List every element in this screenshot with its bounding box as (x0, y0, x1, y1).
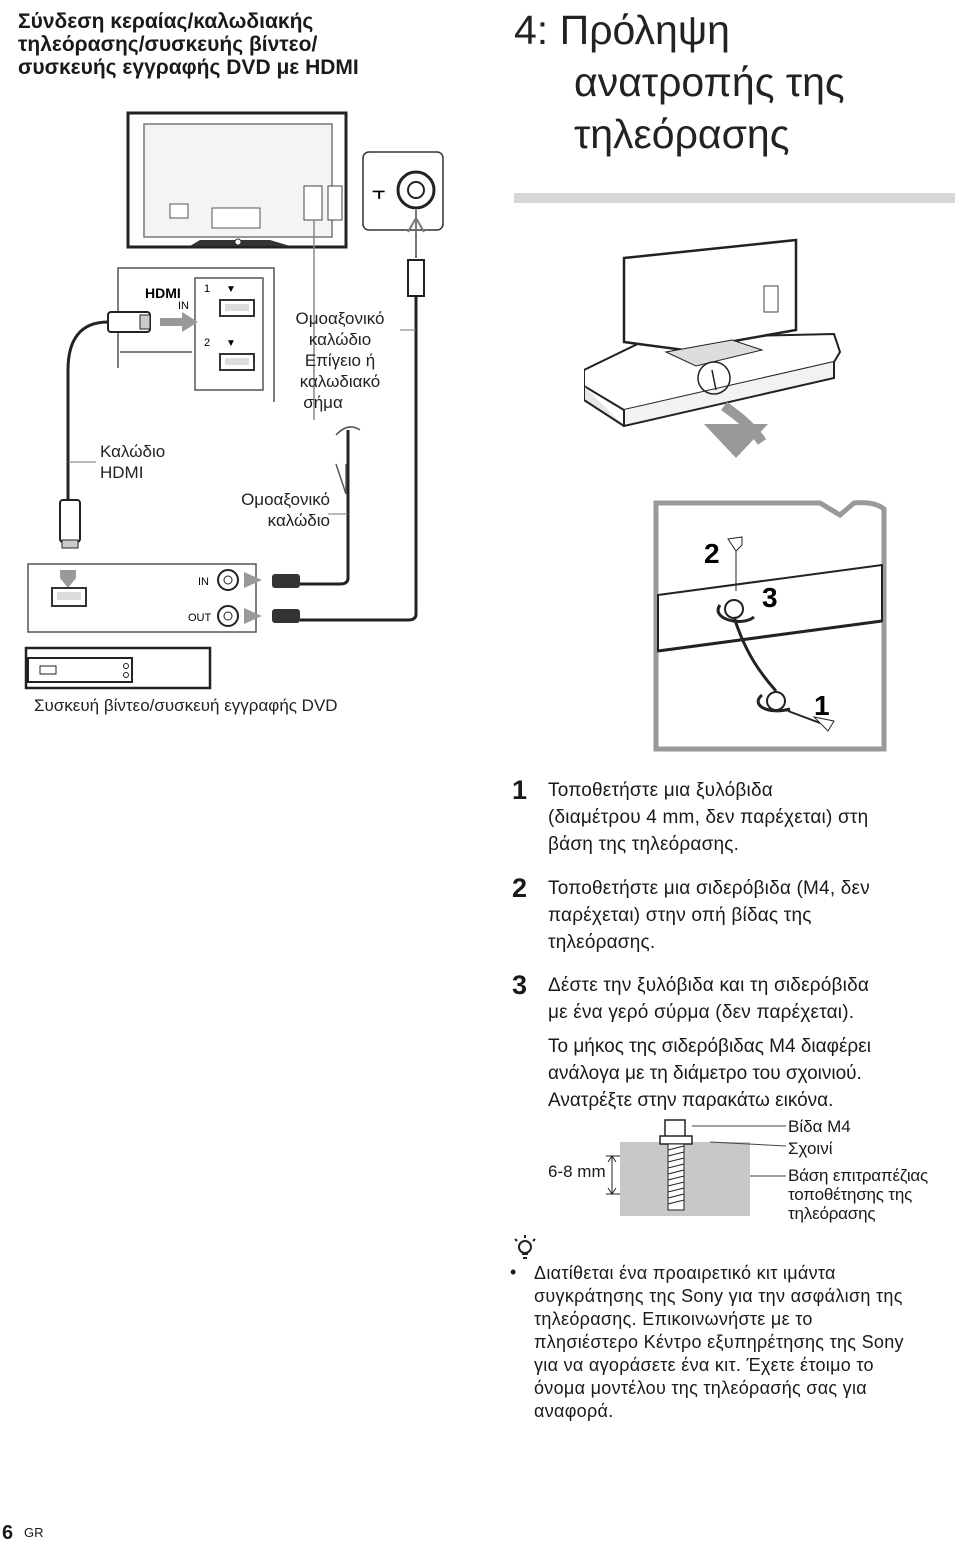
page-number: 6 (2, 1522, 14, 1544)
antenna-socket: ⫟ (362, 151, 444, 231)
hdmi-port-panel: HDMI IN 1 ▼ 2 ▼ (117, 267, 275, 402)
vcr-port-panel: IN OUT (27, 563, 300, 633)
label-stand: Βάση επιτραπέζιας τοποθέτησης της τηλεόρ… (788, 1166, 929, 1223)
hdmi-cable-label: Καλώδιο HDMI (100, 442, 166, 482)
screw-cross-section (606, 1119, 787, 1216)
tip-note: • Διατίθεται ένα προαιρετικό κιτ ιμάντα … (510, 1262, 904, 1421)
svg-text:▼: ▼ (226, 338, 236, 349)
heading-line: τηλεόρασης (574, 111, 790, 157)
tv-coax-cable (300, 220, 361, 586)
hdmi-in-label: IN (178, 300, 189, 312)
bullet: • (510, 1262, 517, 1282)
section-heading-tip-over: 4: Πρόληψη ανατροπής της τηλεόρασης (514, 4, 954, 160)
callout-2: 2 (704, 538, 720, 569)
screw-length-note: Το μήκος της σιδερόβιδας M4 διαφέρει ανά… (548, 1036, 871, 1111)
port-1-label: 1 (204, 283, 210, 295)
port-2-label: 2 (204, 337, 210, 349)
step-number: 2 (512, 873, 528, 903)
hdmi-cable (59, 311, 151, 549)
svg-text:⫟: ⫟ (372, 179, 385, 204)
coax-cable-label: Ομοαξονικό καλώδιο (241, 490, 330, 530)
tv-stand-illustration (584, 238, 842, 458)
lightbulb-icon (514, 1235, 536, 1259)
vcr-device-illustration (24, 646, 212, 690)
heading-line: Σύνδεση κεραίας/καλωδιακής (18, 10, 314, 33)
step-3: 3 Δέστε την ξυλόβιδα και τη σιδερόβιδα μ… (512, 970, 870, 1023)
heading-rule (514, 193, 955, 203)
step-number: 1 (512, 775, 528, 805)
step-number: 3 (512, 970, 528, 1000)
heading-line: τηλεόρασης/συσκευής βίντεο/ (18, 33, 318, 56)
coax-signal-label: Ομοαξονικό καλώδιο Επίγειο ή καλωδιακό σ… (295, 309, 385, 412)
step-1: 1 Τοποθετήστε μια ξυλόβιδα (διαμέτρου 4 … (512, 775, 869, 855)
label-screw-m4: Βίδα M4 (788, 1117, 851, 1136)
heading-line: ανατροπής της (574, 59, 845, 105)
fastening-detail: 2 3 1 (653, 500, 887, 752)
label-rope: Σχοινί (788, 1139, 833, 1158)
connection-diagram: ⫟ HDMI IN 1 ▼ 2 ▼ (24, 111, 444, 690)
vcr-out-label: OUT (188, 612, 212, 624)
device-label: Συσκευή βίντεο/συσκευή εγγραφής DVD (34, 696, 338, 715)
antenna-coax-cable (300, 210, 425, 622)
dimension-label: 6-8 mm (548, 1162, 606, 1181)
svg-text:▼: ▼ (226, 284, 236, 295)
callout-1: 1 (814, 690, 830, 721)
section-heading-connection: Σύνδεση κεραίας/καλωδιακής τηλεόρασης/συ… (18, 10, 438, 79)
language-code: GR (24, 1525, 44, 1540)
step-2: 2 Τοποθετήστε μια σιδερόβιδα (M4, δεν πα… (512, 873, 870, 953)
vcr-in-label: IN (198, 576, 209, 588)
hdmi-logo: HDMI (145, 285, 181, 301)
tv-rear-illustration (126, 111, 348, 249)
heading-line: συσκευής εγγραφής DVD με HDMI (18, 56, 359, 79)
heading-line: 4: Πρόληψη (514, 7, 730, 53)
callout-3: 3 (762, 582, 778, 613)
